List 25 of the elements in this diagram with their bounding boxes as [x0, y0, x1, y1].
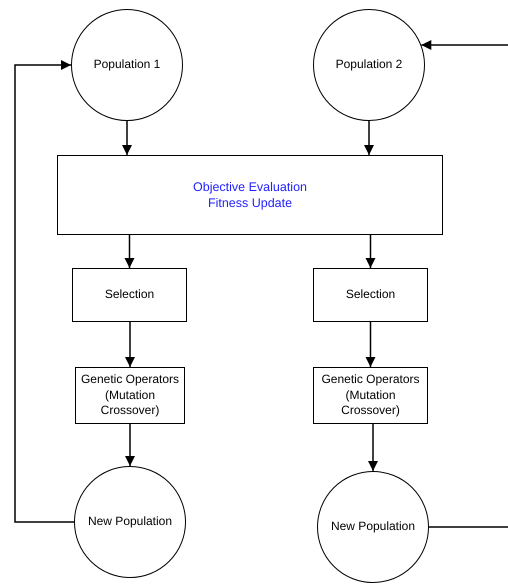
arrow — [421, 40, 508, 50]
connector-line — [429, 526, 508, 528]
node-label: New Population — [330, 519, 416, 535]
arrow — [125, 424, 135, 466]
process-box — [72, 268, 187, 322]
process-box — [313, 367, 428, 424]
arrow — [125, 322, 135, 367]
arrow — [366, 235, 376, 268]
node-label: Genetic Operators (Mutation Crossover) — [80, 372, 180, 419]
node-label: Selection — [104, 287, 154, 303]
process-box — [57, 155, 443, 235]
node-label: Genetic Operators (Mutation Crossover) — [320, 372, 421, 419]
node-label: Objective Evaluation — [193, 178, 307, 195]
arrow — [366, 322, 376, 367]
node-label: Population 2 — [336, 57, 402, 73]
node-label: Population 1 — [94, 57, 160, 73]
process-box — [313, 268, 428, 322]
arrow — [368, 424, 378, 471]
node-label: Fitness Update — [208, 195, 292, 212]
node-label: Selection — [346, 287, 396, 303]
arrow — [124, 235, 134, 268]
arrow — [14, 60, 74, 523]
node-label: New Population — [88, 514, 172, 530]
arrow — [122, 121, 132, 155]
arrow — [364, 121, 374, 155]
